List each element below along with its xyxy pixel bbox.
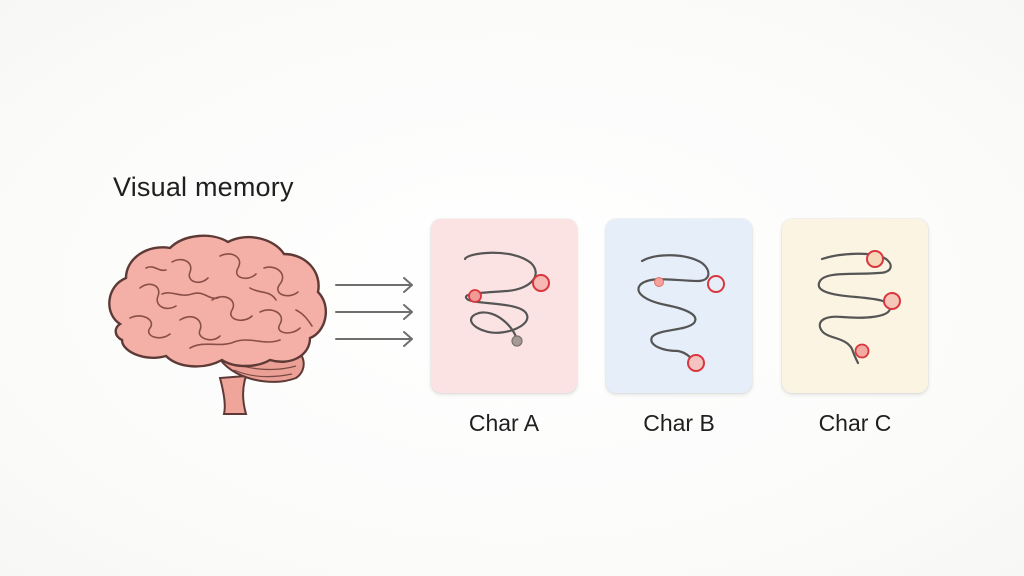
arrow-right-icon [335, 277, 413, 347]
stroke-trace-a [463, 251, 550, 347]
card-label-a: Char A [468, 410, 540, 436]
diagram-title: Visual memory [113, 172, 294, 202]
card-label-b: Char B [643, 410, 715, 436]
character-card-b [606, 219, 752, 393]
character-card-a [431, 219, 577, 393]
brain-icon [108, 234, 328, 415]
stroke-trace-b [637, 254, 725, 372]
character-card-c [782, 219, 928, 393]
stroke-trace-c [817, 250, 901, 365]
card-label-c: Char C [818, 410, 892, 436]
